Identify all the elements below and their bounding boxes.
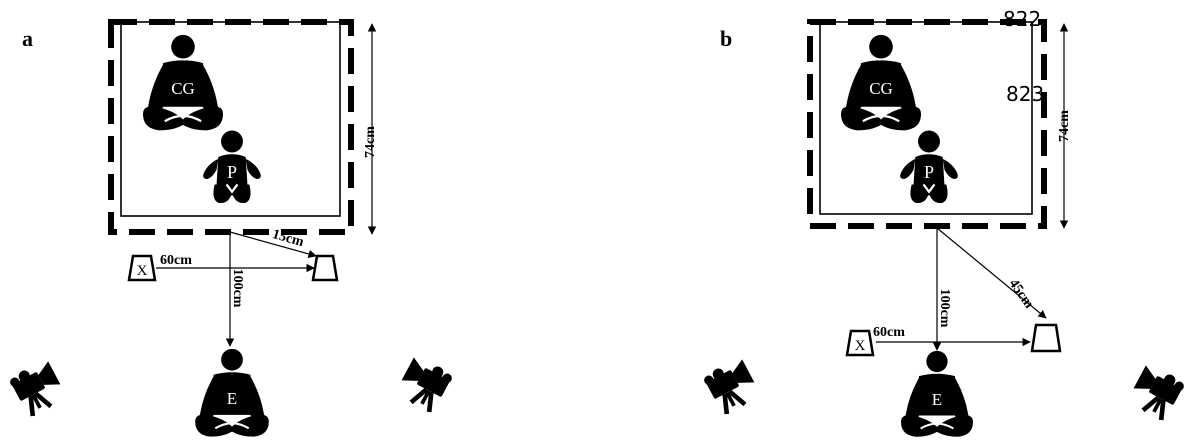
participant-label: P bbox=[924, 162, 934, 182]
experimenter-figure: E bbox=[194, 348, 270, 438]
panel-a: a 74cm CG P 100cm 15cm 60cm X bbox=[8, 19, 455, 438]
bucket-icon bbox=[311, 254, 339, 282]
mat-size-label: 74cm bbox=[363, 126, 378, 158]
object-x: X bbox=[845, 329, 875, 357]
camera-icon bbox=[395, 354, 455, 414]
mat-inner bbox=[120, 21, 341, 217]
object-x: X bbox=[127, 254, 157, 282]
camera-icon bbox=[8, 358, 68, 418]
caregiver-label: CG bbox=[869, 79, 893, 98]
panel-letter: a bbox=[22, 26, 33, 51]
far-object-distance-arrow bbox=[936, 227, 1047, 319]
panel-letter: b bbox=[720, 26, 732, 51]
experimenter-figure: E bbox=[899, 350, 975, 438]
near-object-distance-arrow bbox=[229, 231, 317, 259]
caregiver-figure: CG bbox=[141, 34, 225, 132]
mat-inner bbox=[819, 21, 1033, 215]
annotation-823: 823 bbox=[1006, 82, 1044, 106]
objects-apart-label: 60cm bbox=[160, 253, 192, 268]
caregiver-figure: CG bbox=[839, 34, 923, 132]
participant-figure: P bbox=[202, 129, 262, 205]
experimenter-label: E bbox=[932, 390, 942, 409]
camera-icon bbox=[1127, 362, 1187, 422]
participant-figure: P bbox=[899, 129, 959, 205]
mat-size-label: 74cm bbox=[1057, 110, 1072, 142]
caregiver-label: CG bbox=[171, 79, 195, 98]
mat-outer-dashed bbox=[108, 19, 354, 235]
experimenter-distance-label: 100cm bbox=[937, 289, 952, 328]
object-x-label: X bbox=[137, 263, 148, 279]
object-x-label: X bbox=[855, 338, 866, 354]
experimenter-distance-label: 100cm bbox=[230, 269, 245, 308]
experimenter-label: E bbox=[227, 389, 237, 408]
annotation-822: 822 bbox=[1003, 7, 1041, 31]
camera-icon bbox=[702, 356, 762, 416]
panel-b: b 74cm 822 823 CG P 100cm 45cm 60cm X E bbox=[702, 7, 1187, 438]
objects-apart-label: 60cm bbox=[873, 325, 905, 340]
participant-label: P bbox=[227, 162, 237, 182]
bucket-icon bbox=[1030, 323, 1062, 353]
